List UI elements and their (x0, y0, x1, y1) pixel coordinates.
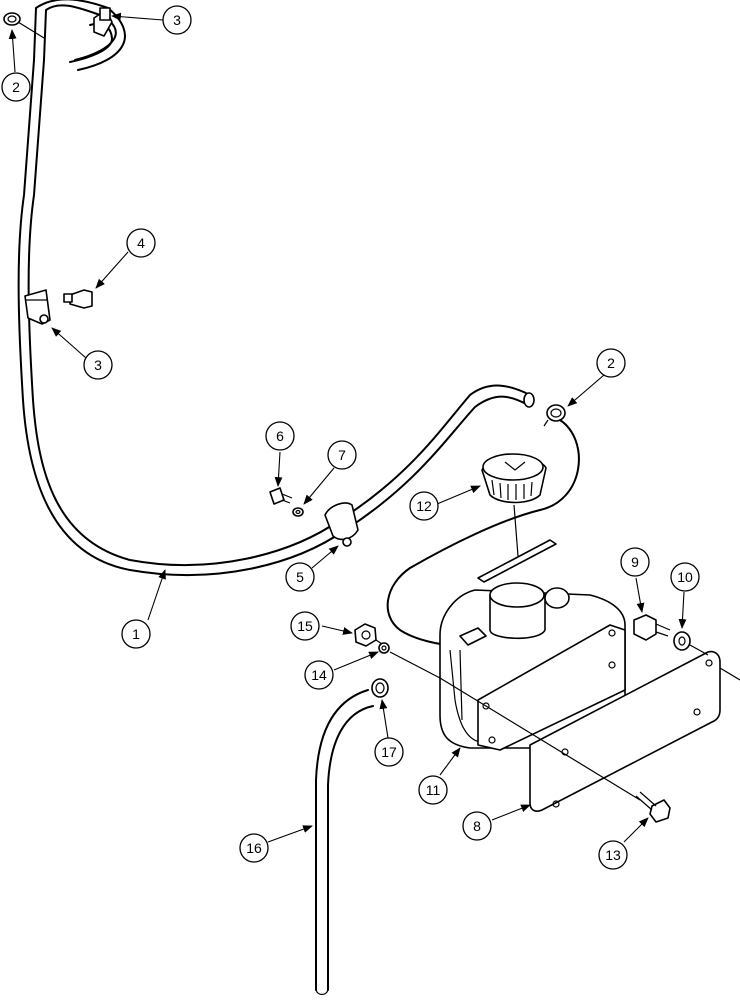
svg-text:2: 2 (607, 355, 615, 371)
callout-13: 13 (598, 840, 628, 870)
svg-text:2: 2 (12, 79, 20, 95)
svg-text:6: 6 (276, 428, 284, 444)
svg-text:17: 17 (381, 744, 397, 760)
bolt-9 (633, 614, 671, 641)
svg-text:16: 16 (246, 840, 262, 856)
svg-text:14: 14 (311, 667, 327, 683)
assembly-lines (375, 639, 740, 801)
svg-text:1: 1 (132, 626, 140, 642)
svg-text:7: 7 (338, 447, 346, 463)
bolt-4 (63, 289, 93, 309)
coolant-reservoir-11 (439, 582, 626, 751)
svg-text:3: 3 (173, 12, 181, 28)
svg-text:4: 4 (137, 235, 145, 251)
bolt-13 (635, 791, 671, 823)
callout-12: 12 (409, 491, 439, 521)
svg-text:5: 5 (296, 569, 304, 585)
hose-clamp-top (3, 12, 45, 39)
callout-6: 6 (265, 421, 295, 451)
return-hose (386, 419, 580, 647)
callout-2a: 2 (1, 72, 31, 102)
bolt-6 (269, 487, 293, 505)
callout-3b: 3 (83, 350, 113, 380)
callout-9: 9 (620, 547, 650, 577)
washer-7 (292, 507, 304, 517)
washer-14 (378, 642, 390, 654)
nut-15 (354, 623, 377, 647)
cap-tether (477, 504, 557, 583)
hose-clamp-17 (371, 678, 389, 698)
callout-1: 1 (121, 619, 151, 649)
callout-7: 7 (327, 440, 357, 470)
svg-text:15: 15 (297, 618, 313, 634)
callout-4: 4 (126, 228, 156, 258)
svg-text:10: 10 (677, 569, 693, 585)
overflow-hose-1 (17, 0, 535, 576)
callout-10: 10 (670, 562, 700, 592)
callout-11: 11 (418, 775, 448, 805)
reservoir-cap-12 (481, 453, 547, 504)
hose-clamp-right (543, 404, 566, 427)
callout-16: 16 (239, 833, 269, 863)
washer-10 (673, 631, 691, 651)
callout-14: 14 (304, 660, 334, 690)
hose-bracket-top (93, 7, 113, 37)
callout-3a: 3 (162, 5, 192, 35)
drain-hose-16 (315, 689, 374, 996)
leader-lines (8, 12, 687, 843)
svg-text:3: 3 (94, 357, 102, 373)
callout-17: 17 (374, 737, 404, 767)
svg-text:13: 13 (605, 847, 621, 863)
svg-text:11: 11 (426, 782, 441, 798)
svg-text:12: 12 (416, 498, 432, 514)
svg-text:9: 9 (631, 554, 639, 570)
callout-5: 5 (285, 562, 315, 592)
hose-bracket-mid (24, 289, 51, 325)
svg-text:8: 8 (473, 818, 481, 834)
callout-8: 8 (462, 811, 492, 841)
hose-clamp-5 (324, 502, 359, 547)
mounting-plate-8 (529, 650, 721, 812)
callout-2b: 2 (596, 348, 626, 378)
callout-15: 15 (290, 611, 320, 641)
